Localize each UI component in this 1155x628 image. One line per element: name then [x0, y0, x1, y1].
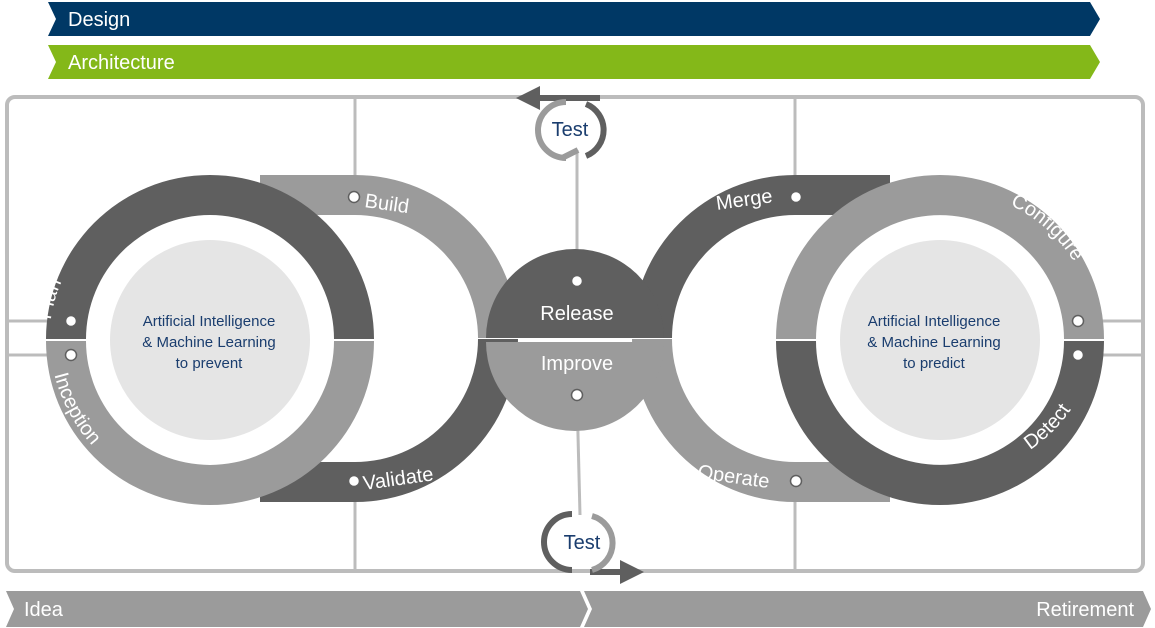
right-center-line2: & Machine Learning [867, 334, 1000, 351]
architecture-banner [48, 45, 1100, 79]
dot-inception [64, 348, 78, 362]
dot-improve [570, 388, 584, 402]
right-ring-bottom [776, 341, 1104, 505]
left-center-line3: to prevent [176, 355, 244, 372]
node-dots [64, 190, 1085, 488]
dot-detect [1071, 348, 1085, 362]
left-ring-bottom [46, 341, 374, 505]
right-center-line3: to predict [903, 355, 966, 372]
design-banner [48, 2, 1100, 36]
hub-improve-label: Improve [541, 353, 613, 375]
dot-validate [347, 474, 361, 488]
left-center-text: Artificial Intelligence & Machine Learni… [142, 313, 275, 372]
right-merge-band [632, 175, 890, 338]
left-build-band [260, 175, 518, 338]
right-center-line1: Artificial Intelligence [868, 313, 1001, 330]
right-ring-top [776, 175, 1104, 339]
hub-release-label: Release [540, 303, 613, 325]
test-bottom-label: Test [564, 532, 601, 554]
timeline-retirement-label: Retirement [1036, 599, 1134, 621]
test-loop-top [516, 86, 607, 161]
dot-build [347, 190, 361, 204]
dot-configure [1071, 314, 1085, 328]
test-top-label: Test [552, 119, 589, 141]
dot-merge [789, 190, 803, 204]
design-banner-label: Design [68, 9, 130, 31]
right-center-disc [840, 240, 1040, 440]
test-loop-bottom [541, 511, 644, 584]
left-center-line2: & Machine Learning [142, 334, 275, 351]
left-validate-band [260, 339, 518, 502]
hub-release-half [486, 249, 664, 338]
left-center-line1: Artificial Intelligence [143, 313, 276, 330]
left-ring-top [46, 175, 374, 339]
right-center-text: Artificial Intelligence & Machine Learni… [867, 313, 1000, 372]
dot-operate [789, 474, 803, 488]
timeline-idea-label: Idea [24, 599, 64, 621]
timeline-retirement-segment [584, 591, 1151, 627]
right-operate-band [632, 339, 890, 502]
architecture-banner-label: Architecture [68, 52, 175, 74]
dot-release [570, 274, 584, 288]
hub-improve-half [486, 342, 664, 431]
dot-plan [64, 314, 78, 328]
timeline-idea-segment [6, 591, 588, 627]
left-center-disc [110, 240, 310, 440]
